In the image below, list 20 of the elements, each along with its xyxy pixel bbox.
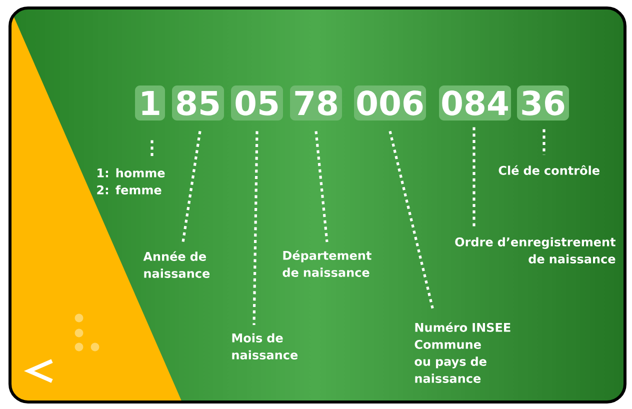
leader-line [252,131,258,325]
label-text: Clé de contrôle [498,165,600,175]
leader-line [388,130,434,310]
label-text: Mois de naissance [232,333,298,360]
label-text: Numéro INSEE Commune ou pays de naissance [414,322,510,383]
leader-line [472,127,476,228]
digit-box: 85 [172,86,224,120]
leader-line [150,140,154,156]
leader-line [182,131,202,242]
digit-box: 1 [135,86,165,120]
label-text: Année de naissance [143,251,210,278]
label-text: 1: homme 2: femme [97,168,165,194]
label-text: Ordre d’enregistrement de naissance [455,237,616,264]
digit-box: 006 [354,86,426,120]
digit-box: 084 [439,86,511,120]
label-text: Département de naissance [282,250,372,277]
digit-box: 05 [231,86,283,120]
digit-box: 78 [290,86,342,120]
digit-box: 36 [517,86,569,120]
leader-line [314,131,328,242]
